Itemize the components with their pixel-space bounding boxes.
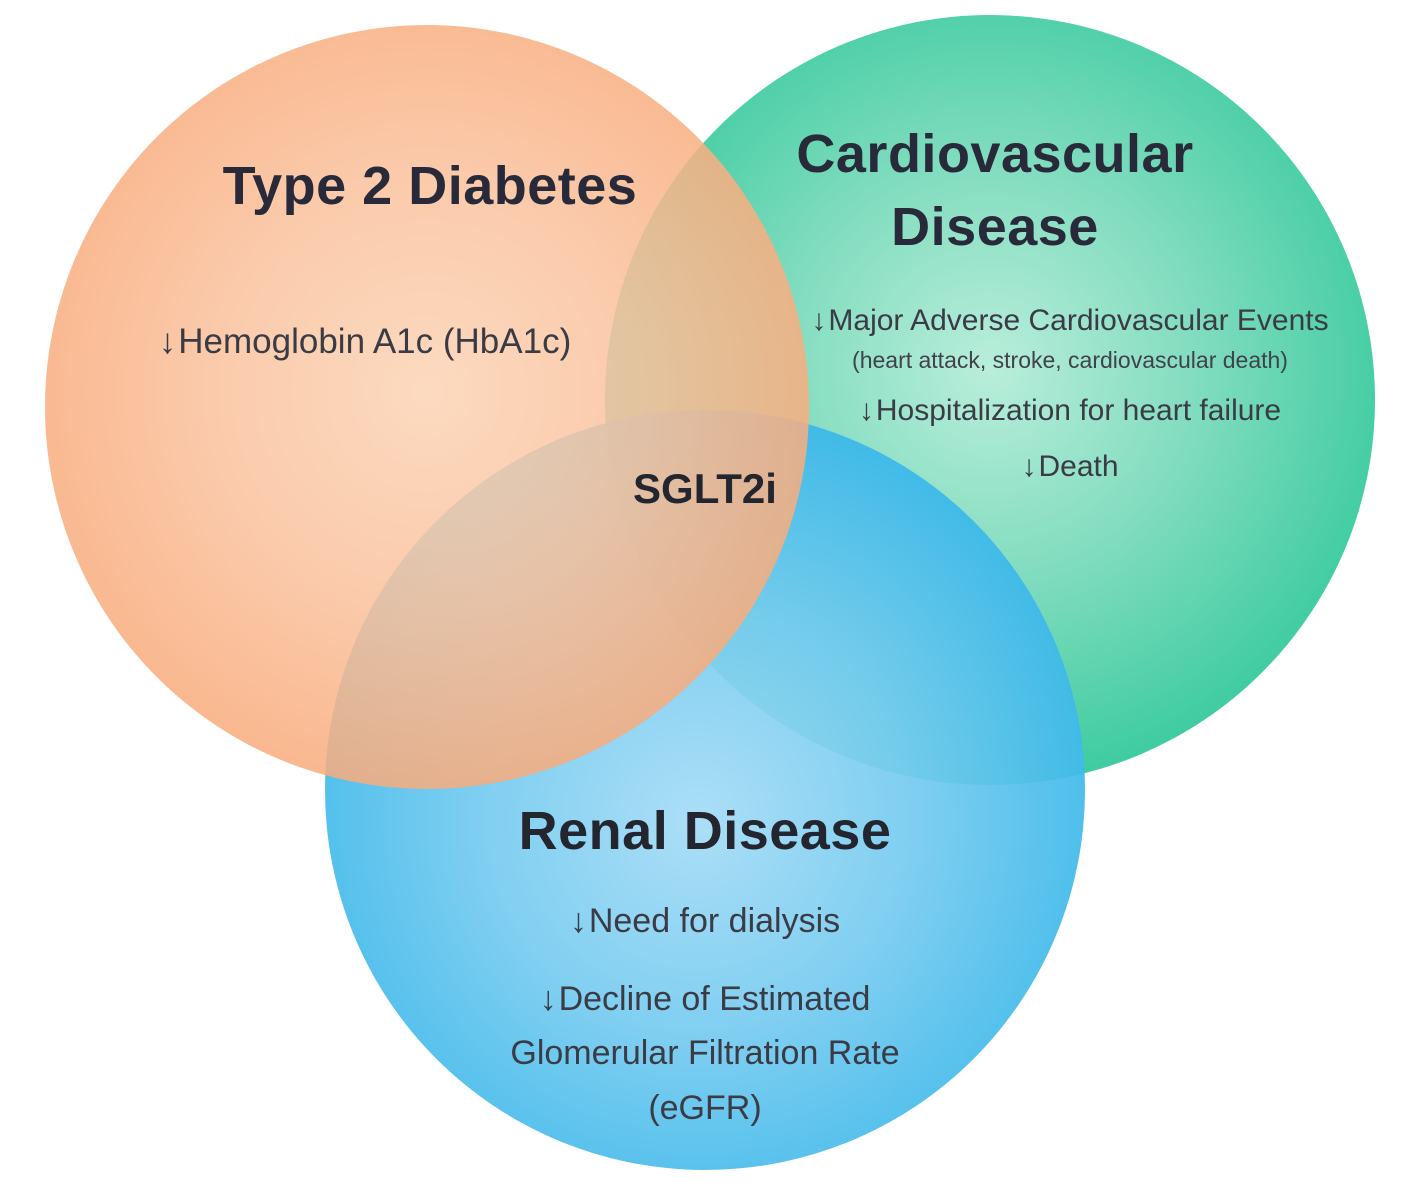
cardiovascular-item-mace: ↓Major Adverse Cardiovascular Events (he…	[770, 302, 1370, 374]
renal-item-dialysis: ↓Need for dialysis	[485, 902, 925, 941]
cardiovascular-items: ↓Major Adverse Cardiovascular Events (he…	[770, 302, 1370, 485]
center-intersection-label: SGLT2i	[633, 465, 777, 512]
down-arrow-icon: ↓	[569, 902, 587, 940]
down-arrow-icon: ↓	[858, 394, 874, 428]
diabetes-title: Type 2 Diabetes	[222, 156, 638, 216]
cardiovascular-item-mace-text: Major Adverse Cardiovascular Events	[828, 304, 1329, 337]
down-arrow-icon: ↓	[1021, 449, 1037, 483]
cardiovascular-item-death: ↓Death	[770, 448, 1370, 486]
diabetes-circle	[45, 25, 809, 789]
renal-title: Renal Disease	[518, 801, 892, 861]
renal-item-egfr-text: Decline of Estimated Glomerular Filtrati…	[510, 980, 900, 1127]
down-arrow-icon: ↓	[539, 980, 557, 1018]
renal-item-dialysis-text: Need for dialysis	[588, 902, 841, 940]
renal-item-egfr: ↓Decline of Estimated Glomerular Filtrat…	[480, 972, 930, 1135]
diabetes-item-hba1c: ↓Hemoglobin A1c (HbA1c)	[65, 322, 665, 362]
cardiovascular-item-hhf: ↓Hospitalization for heart failure	[770, 392, 1370, 430]
down-arrow-icon: ↓	[811, 304, 827, 337]
diabetes-item-text: Hemoglobin A1c (HbA1c)	[178, 322, 572, 361]
cardiovascular-item-mace-subtext: (heart attack, stroke, cardiovascular de…	[852, 346, 1288, 373]
down-arrow-icon: ↓	[158, 322, 177, 361]
cardiovascular-item-hhf-text: Hospitalization for heart failure	[875, 394, 1282, 428]
cardiovascular-item-mace-main: ↓Major Adverse Cardiovascular Events	[770, 302, 1370, 340]
cardiovascular-item-death-text: Death	[1038, 449, 1119, 483]
cardiovascular-title: Cardiovascular Disease	[796, 124, 1194, 257]
